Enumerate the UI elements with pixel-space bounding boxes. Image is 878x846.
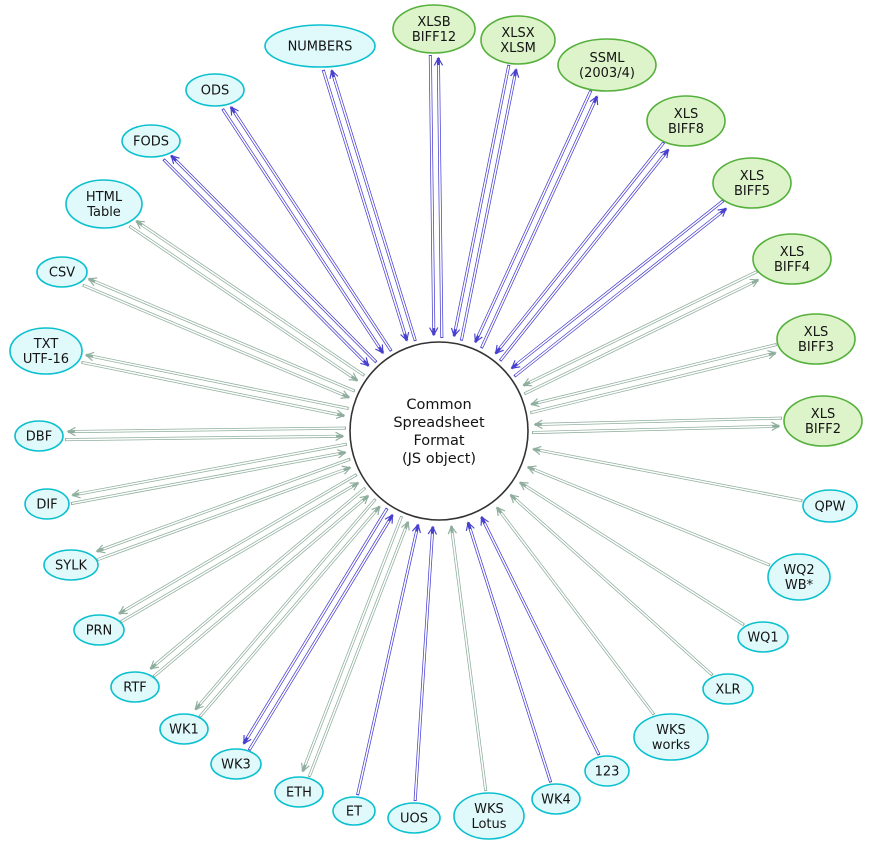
arrow-dif-write <box>71 442 348 499</box>
arrow-xlsx-xlsm-read <box>450 64 511 338</box>
arrow-ssml-write <box>480 95 599 349</box>
arrow-fods-write <box>170 154 378 364</box>
arrow-eth-read <box>307 520 410 778</box>
arrow-xlr-read <box>509 493 714 677</box>
node-wk4: WK4 <box>531 783 581 815</box>
arrow-ods-write <box>229 106 393 352</box>
node-xlr: XLR <box>702 673 754 705</box>
node-csv: CSV <box>36 256 88 288</box>
arrow-wq1-read <box>518 481 745 627</box>
arrow-eth-write <box>300 515 404 773</box>
arrow-wks-works-read <box>495 506 656 716</box>
arrow-xlsb-biff12-read <box>428 55 439 337</box>
arrow-xls-biff2-write <box>532 421 781 435</box>
arrow-prn-write <box>118 473 358 615</box>
arrow-wq2-wb-read <box>526 465 771 567</box>
arrow-dbf-read <box>65 431 345 442</box>
node-one23: 123 <box>584 755 630 787</box>
arrow-rtf-read <box>152 494 370 678</box>
arrow-uos-read <box>413 525 438 802</box>
arrow-sylk-write <box>95 457 351 554</box>
arrow-numbers-write <box>329 69 417 342</box>
node-eth: ETH <box>274 776 324 808</box>
arrow-ssml-read <box>474 89 593 344</box>
arrow-xls-biff2-read <box>533 416 782 429</box>
arrow-wks-lotus-read <box>447 525 488 792</box>
arrow-wk1-write <box>194 498 377 711</box>
arrow-xls-biff3-write <box>529 350 777 415</box>
arrows-layer <box>65 55 803 802</box>
node-ods: ODS <box>185 73 245 107</box>
node-rtf: RTF <box>110 671 160 703</box>
arrow-fods-read <box>162 158 370 367</box>
arrow-txt-utf16-read <box>81 360 346 419</box>
arrow-xls-biff5-read <box>510 199 725 370</box>
arrow-ods-read <box>221 108 385 354</box>
arrow-prn-read <box>119 481 360 624</box>
node-fods: FODS <box>121 124 181 158</box>
arrow-wk1-read <box>198 505 381 718</box>
arrow-xls-biff4-read <box>522 270 759 387</box>
arrow-csv-read <box>82 283 351 399</box>
node-uos: UOS <box>387 802 441 834</box>
arrow-txt-utf16-write <box>84 351 349 410</box>
arrow-et-read <box>356 523 422 796</box>
arrow-rtf-write <box>149 486 367 670</box>
node-qpw: QPW <box>802 489 858 523</box>
arrow-html-table-read <box>128 224 359 382</box>
node-dif: DIF <box>24 488 70 520</box>
arrow-csv-write <box>87 277 356 393</box>
arrow-xls-biff8-write <box>498 148 670 362</box>
arrow-xlsb-biff12-write <box>433 56 444 338</box>
node-prn: PRN <box>73 614 125 646</box>
node-wk3: WK3 <box>210 748 262 780</box>
arrow-html-table-write <box>135 219 366 377</box>
arrow-dif-read <box>70 449 347 506</box>
arrow-xls-biff4-write <box>523 278 760 396</box>
arrow-xls-biff8-read <box>494 141 666 355</box>
node-dbf: DBF <box>14 420 64 452</box>
arrow-xls-biff3-read <box>530 343 778 408</box>
arrow-dbf-write <box>66 426 346 437</box>
arrow-wk3-write <box>242 507 389 745</box>
arrow-wk4-read <box>465 521 553 783</box>
node-wq1: WQ1 <box>737 621 789 653</box>
node-et: ET <box>332 796 376 826</box>
arrow-qpw-read <box>532 445 803 503</box>
node-ssml: SSML(2003/4) <box>557 38 657 92</box>
arrow-numbers-read <box>321 69 410 342</box>
arrow-xlsx-xlsm-write <box>459 68 520 341</box>
arrow-xls-biff5-write <box>513 207 727 378</box>
arrow-sylk-read <box>96 465 352 562</box>
arrow-one23-read <box>480 515 601 756</box>
node-numbers: NUMBERS <box>264 24 376 68</box>
node-sylk: SYLK <box>43 549 99 581</box>
node-wk1: WK1 <box>159 713 209 745</box>
arrow-wk3-read <box>247 514 394 752</box>
